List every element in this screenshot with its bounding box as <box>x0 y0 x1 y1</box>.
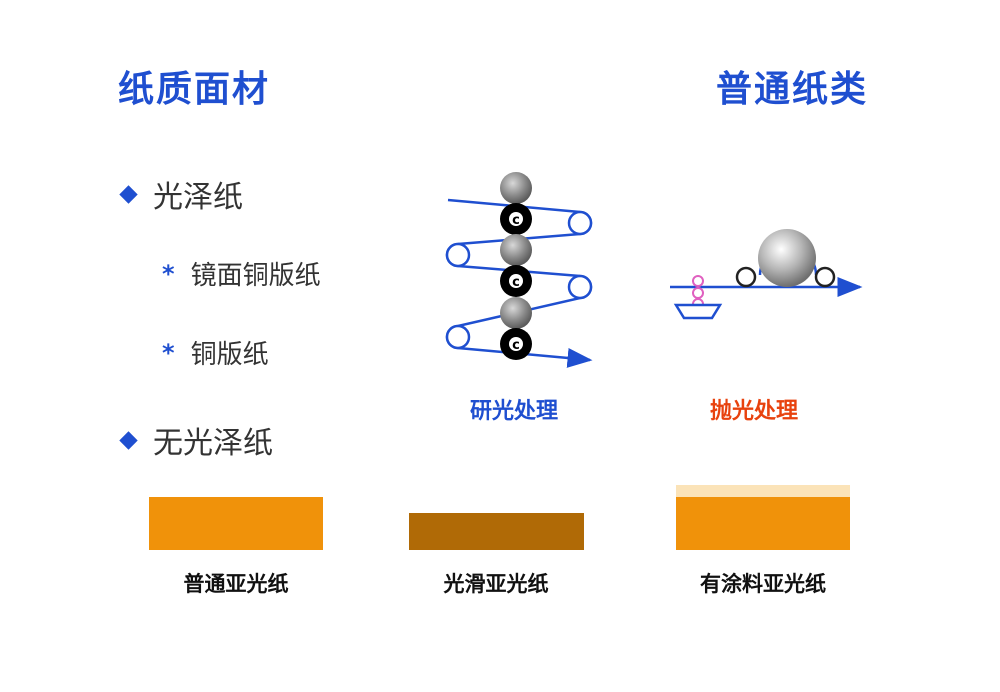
sample-swatch-smooth <box>409 513 584 550</box>
coating-tray-icon <box>673 303 723 320</box>
bullet-mirror-coated: * 镜面铜版纸 <box>162 255 321 292</box>
steel-roller-icon <box>500 172 532 204</box>
page-title: 纸质面材 <box>118 69 271 110</box>
polishing-caption: 抛光处理 <box>710 399 799 424</box>
sample-swatch-coated <box>676 497 850 550</box>
guide-roller-icon <box>445 242 471 268</box>
coating-roller-icon <box>692 275 704 287</box>
section-title: 普通纸类 <box>716 69 869 110</box>
sample-label-smooth: 光滑亚光纸 <box>443 572 549 596</box>
coating-roller-icon <box>692 287 704 299</box>
steel-roller-icon <box>500 234 532 266</box>
polishing-diagram <box>670 229 863 320</box>
bullet-coated: * 铜版纸 <box>162 334 269 371</box>
process-diagrams: c c c <box>445 172 863 368</box>
sample-label-coated: 有涂料亚光纸 <box>700 572 826 596</box>
sample-label-plain: 普通亚光纸 <box>183 572 289 596</box>
bullet-text: 无光泽纸 <box>153 426 273 461</box>
asterisk-bullet-icon: * <box>162 338 175 367</box>
guide-roller-icon <box>567 274 593 300</box>
asterisk-bullet-icon: * <box>162 259 175 288</box>
guide-roller-icon <box>567 210 593 236</box>
roller-mark: c <box>512 213 520 228</box>
guide-roller-icon <box>735 266 757 288</box>
steel-roller-icon <box>500 297 532 329</box>
roller-mark: c <box>512 338 520 353</box>
bullet-matte: 无光泽纸 <box>119 418 273 462</box>
bullet-text: 铜版纸 <box>190 340 269 370</box>
sample-coating-layer <box>676 485 850 497</box>
bullet-glossy: 光泽纸 <box>119 172 243 216</box>
sample-swatch-plain <box>149 497 323 550</box>
roller-mark: c <box>512 275 520 290</box>
calendering-diagram: c c c <box>445 172 593 368</box>
bullet-text: 镜面铜版纸 <box>190 261 321 291</box>
guide-roller-icon <box>814 266 836 288</box>
bullet-text: 光泽纸 <box>153 180 243 215</box>
calendering-caption: 研光处理 <box>470 399 559 424</box>
guide-roller-icon <box>445 324 471 350</box>
polishing-drum-icon <box>758 229 816 287</box>
